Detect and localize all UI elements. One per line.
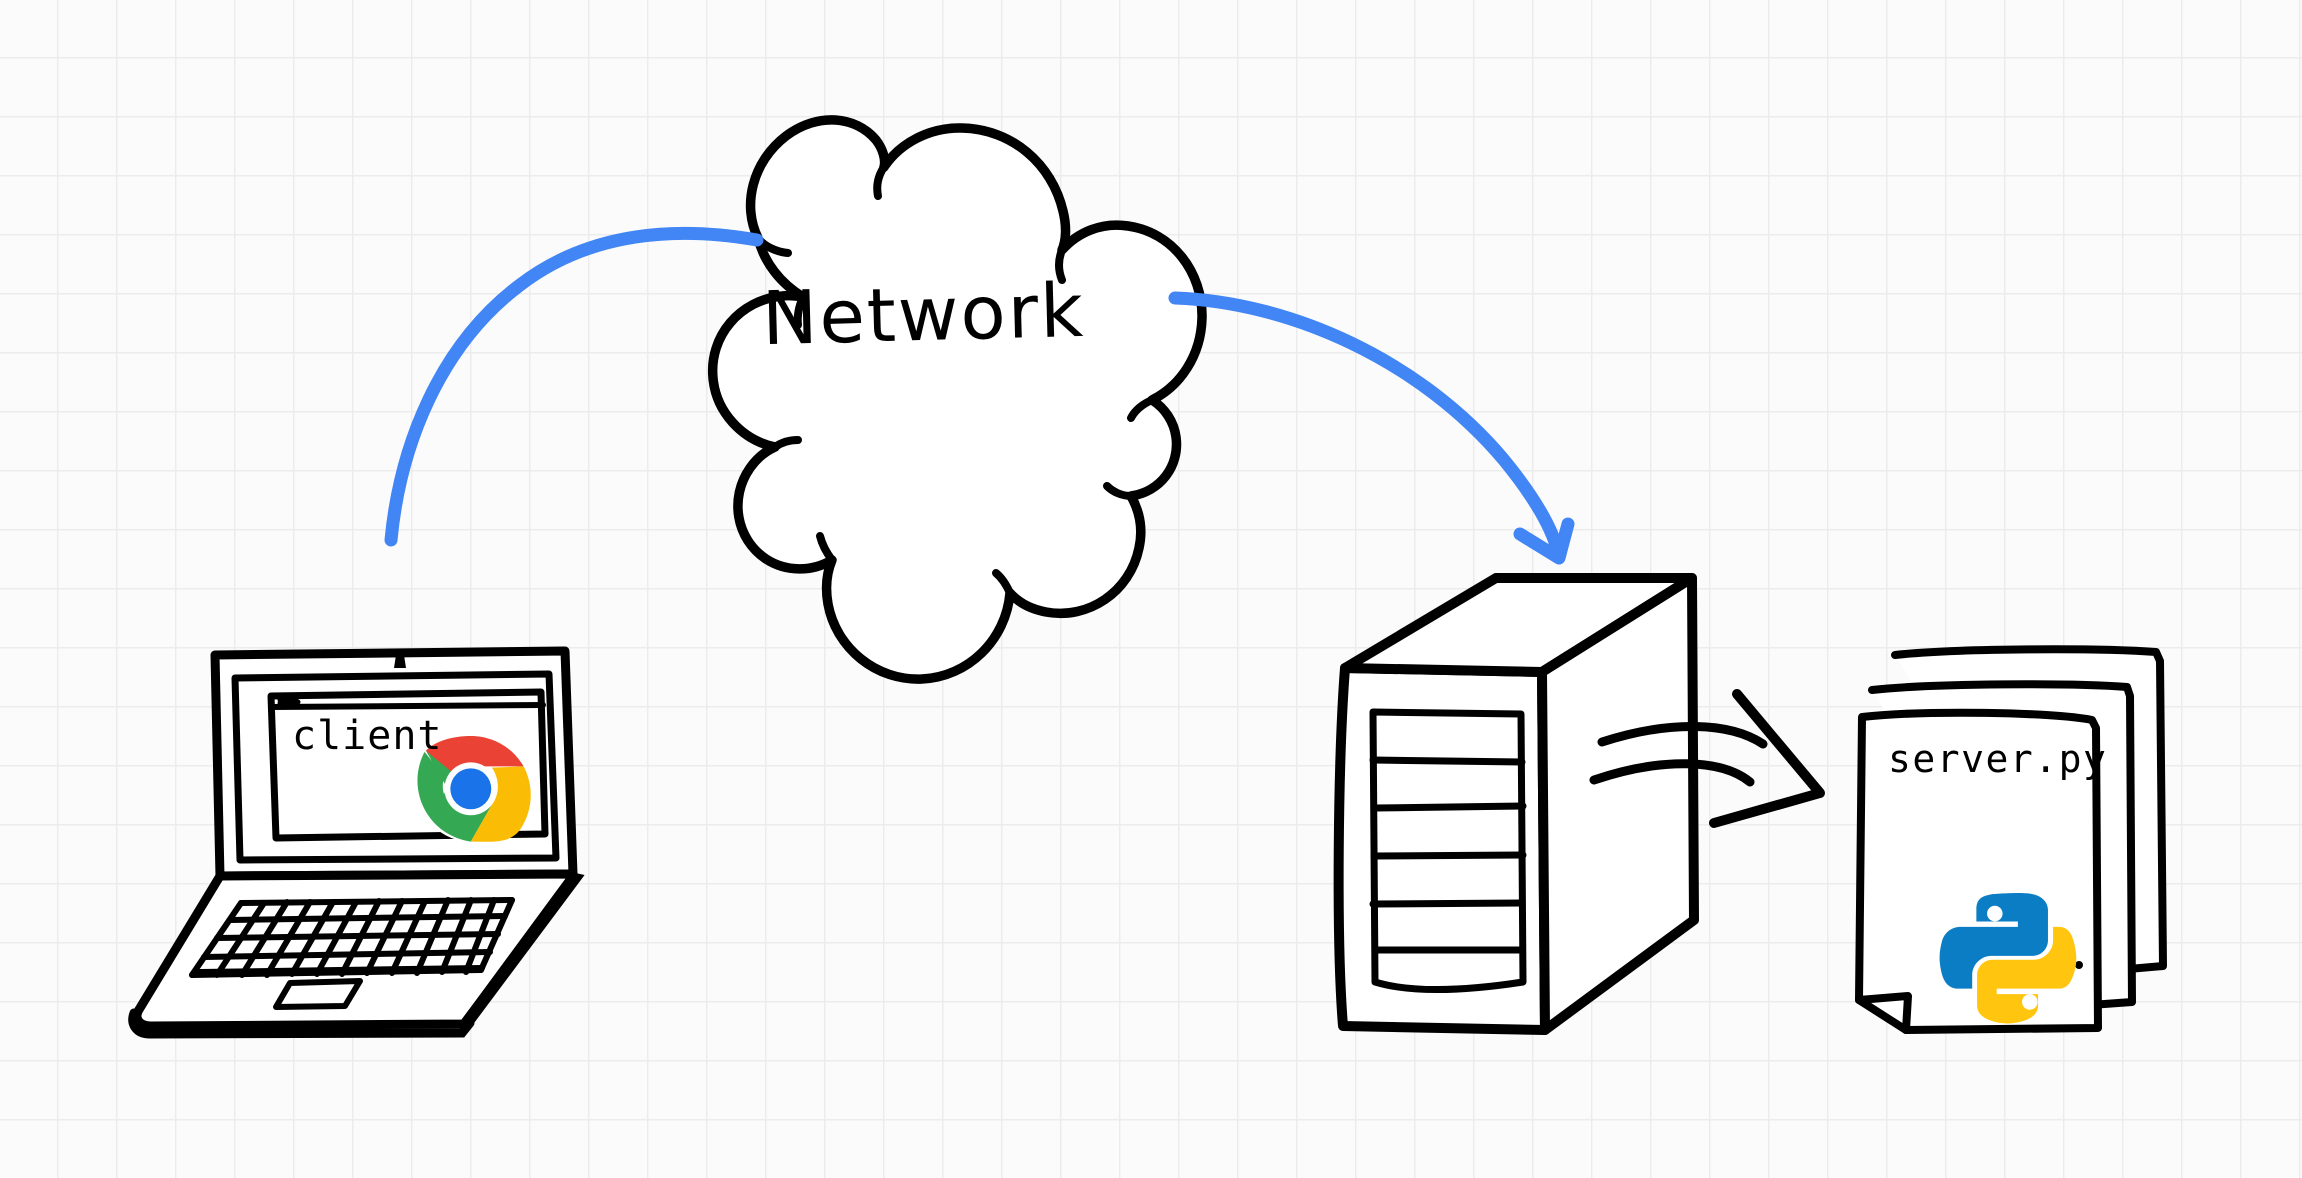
laptop-front-lip <box>128 1008 475 1039</box>
network-server-arrowhead <box>1513 517 1575 565</box>
file-stack[interactable] <box>1855 645 2167 1034</box>
server-files-curve-bottom <box>1589 759 1755 787</box>
laptop-right-edge <box>457 872 585 1028</box>
network-label: Network <box>760 267 1087 363</box>
python-logo <box>1939 893 2077 1024</box>
edge-client-to-network[interactable] <box>384 226 764 547</box>
server-files-arrowhead <box>1709 689 1825 828</box>
server-files-curve-top <box>1597 722 1768 749</box>
server-bay-panel <box>1369 708 1527 993</box>
cloud-shape <box>707 115 1207 684</box>
cloud-notch-bottom <box>992 569 1014 597</box>
browser-titlebar-line <box>269 702 546 710</box>
cloud-notch-left <box>771 436 802 451</box>
cloud-notch-bottomright <box>1103 482 1135 500</box>
server-tower[interactable] <box>1333 573 1699 1035</box>
server-py-label: server.py <box>1888 737 2108 781</box>
cloud-notch-topright <box>873 163 888 200</box>
ink-speck <box>2075 961 2083 969</box>
laptop-keyboard <box>189 897 515 978</box>
server-side-face <box>1537 573 1699 1035</box>
edge-network-to-server[interactable] <box>1168 291 1575 565</box>
client-laptop[interactable] <box>128 646 585 1039</box>
browser-titlebar-dots-icon <box>277 696 301 706</box>
network-server-curve <box>1168 291 1565 559</box>
edge-server-to-files[interactable] <box>1589 689 1825 828</box>
file-corner-fold <box>1855 992 1912 1034</box>
laptop-webcam-icon <box>394 655 406 668</box>
cloud-notch-bottomleft <box>816 532 836 564</box>
client-network-curve <box>384 226 764 547</box>
client-label: client <box>292 713 443 759</box>
server-bay-slots <box>1369 756 1527 954</box>
cloud-notch-right <box>1055 246 1066 284</box>
laptop-trackpad[interactable] <box>273 978 363 1010</box>
cloud-notch-leftup <box>793 293 807 329</box>
cloud-notch-rightmid <box>1127 396 1156 422</box>
network-cloud[interactable] <box>626 106 1207 684</box>
chrome-logo <box>417 736 531 842</box>
